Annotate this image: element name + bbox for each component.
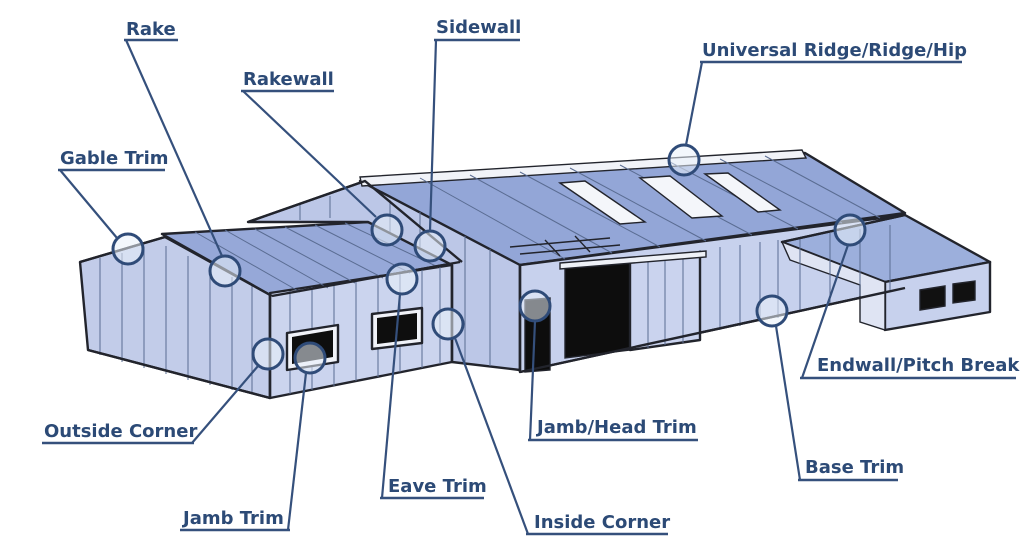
label-jamb-head-trim: Jamb/Head Trim [535,417,697,438]
label-rake: Rake [126,19,176,40]
labels: Rake Sidewall Rakewall Universal Ridge/R… [44,17,1020,533]
door-header [559,250,707,270]
label-base-trim: Base Trim [805,457,904,478]
label-sidewall: Sidewall [436,17,521,38]
jamb-head-marker-circle-marker-icon [518,289,552,323]
skylights [557,172,782,225]
main-door-opening [564,261,631,359]
left-eave-trim [271,260,461,298]
eave-trim-marker-circle-marker-icon [385,262,419,296]
label-universal-ridge: Universal Ridge/Ridge/Hip [702,40,967,61]
label-endwall-pitch-break: Endwall/Pitch Break [817,355,1020,376]
label-jamb-trim: Jamb Trim [181,508,284,529]
inside-corner-marker-circle-marker-icon [431,307,465,341]
main-roof-ribs [419,155,881,260]
label-rakewall: Rakewall [243,69,334,90]
building-illustration [78,149,992,400]
main-end-wall-ribs [299,196,491,366]
left-roof-ribs [194,222,439,293]
lean-to-window-1 [919,285,946,311]
outside-corner-marker-circle-marker-icon [251,337,285,371]
pitch-break-marker-circle-marker-icon [833,213,867,247]
left-end-wall-ribs [99,246,253,394]
label-inside-corner: Inside Corner [534,512,670,533]
lean-to-open-side [780,240,886,331]
rake-marker-circle-marker-icon [208,254,242,288]
ridge-marker-circle-marker-icon [667,143,701,177]
leader-lines [42,38,1016,536]
base-trim-left [87,348,271,400]
base-trim-main [519,286,906,374]
roof-grid-marks [509,235,621,257]
lean-to-window-2 [952,280,976,304]
label-outside-corner: Outside Corner [44,421,197,442]
label-gable-trim: Gable Trim [60,148,169,169]
label-eave-trim: Eave Trim [388,476,487,497]
jamb-trim-marker-circle-marker-icon [293,341,327,375]
gable-trim-marker-circle-marker-icon [111,232,145,266]
base-trim-marker-circle-marker-icon [755,294,789,328]
rakewall-marker-circle-marker-icon [370,213,404,247]
sidewall-marker-circle-marker-icon [413,229,447,263]
